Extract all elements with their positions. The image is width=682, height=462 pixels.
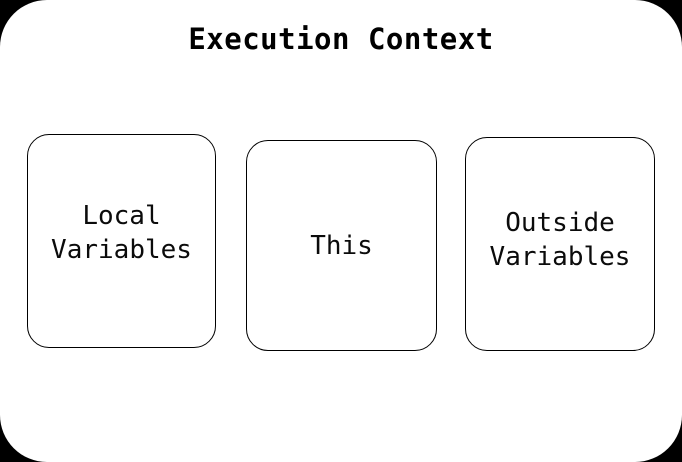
- box-local-variables-label: Local Variables: [51, 201, 192, 265]
- box-outside-variables-label: Outside Variables: [489, 208, 631, 272]
- box-local-variables[interactable]: Local Variables: [27, 134, 216, 348]
- box-this-label: This: [310, 230, 373, 261]
- box-this[interactable]: This: [246, 140, 437, 351]
- box-outside-variables[interactable]: Outside Variables: [465, 137, 655, 351]
- page-title: Execution Context: [188, 22, 494, 56]
